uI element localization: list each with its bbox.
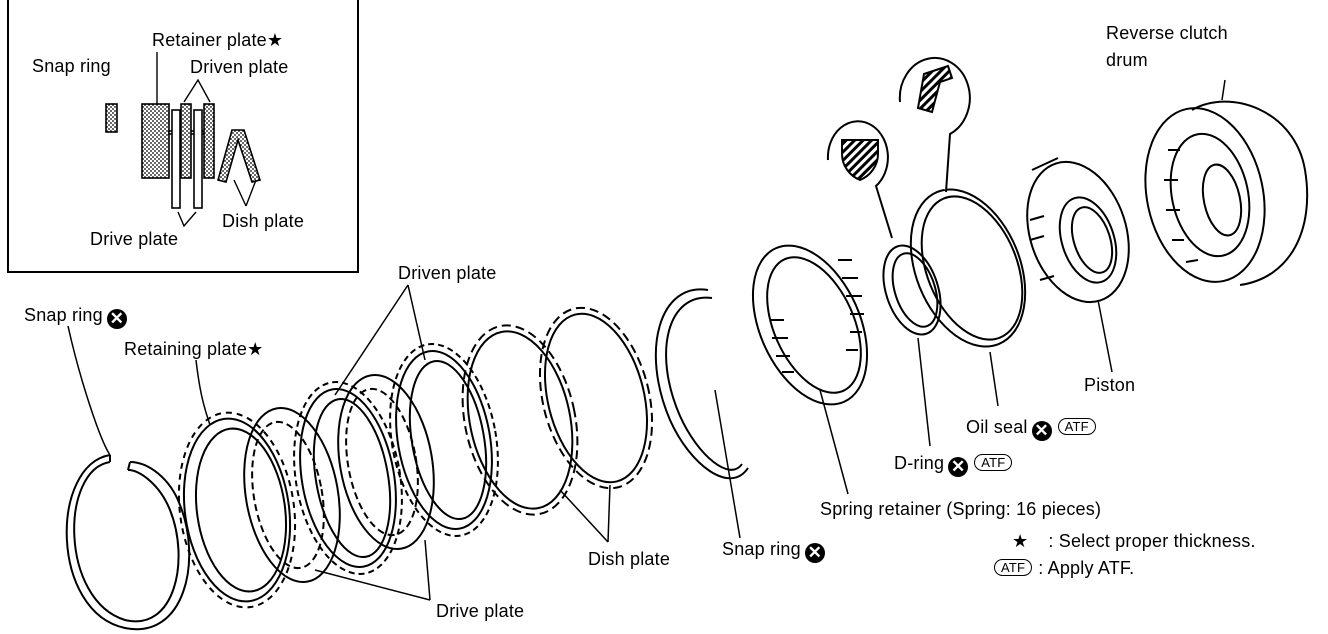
replace-icon: ✕	[804, 543, 825, 563]
leader-snap-ring-left	[67, 325, 111, 456]
inset-dish-plate-label: Dish plate	[222, 211, 305, 231]
leader-piston	[1097, 299, 1113, 373]
replace-icon: ✕	[948, 457, 969, 477]
snap-ring-mid-label: Snap ring✕	[722, 540, 825, 563]
inset-dish-plate-shape	[217, 129, 262, 183]
reverse-clutch-drum-label-1: Reverse clutch	[1106, 23, 1228, 43]
driven-plate-2-shape	[389, 343, 499, 537]
oil-seal-shape	[909, 188, 1027, 348]
inset-parts	[105, 103, 262, 209]
dish-plate-label: Dish plate	[588, 549, 671, 569]
d-ring-section-icon	[841, 139, 879, 182]
inset-driven-plate-1	[180, 103, 192, 179]
leader-oil-seal	[989, 351, 999, 407]
inset-drive-plate-2	[193, 109, 203, 209]
atf-icon: ATF	[994, 559, 1033, 576]
leader-spring-retainer	[819, 389, 849, 495]
star-icon: ★	[1012, 531, 1029, 551]
reverse-clutch-drum-label-2: drum	[1106, 50, 1148, 70]
inset-snap-ring-label: Snap ring	[32, 56, 111, 76]
atf-icon: ATF	[974, 454, 1013, 471]
reverse-clutch-drum-shape	[1144, 100, 1309, 286]
inset-retainer-plate-label: Retainer plate★	[152, 30, 284, 50]
inset-leaders	[156, 52, 257, 228]
piston-label: Piston	[1084, 375, 1136, 395]
leader-dish-plate	[559, 484, 611, 543]
inset-drive-plate-label: Drive plate	[90, 229, 179, 249]
snap-ring-mid-shape	[654, 288, 749, 480]
snap-ring-left-label: Snap ring✕	[24, 306, 127, 329]
leader-drive-plate	[314, 539, 431, 601]
atf-icon: ATF	[1057, 418, 1096, 435]
inset-box	[7, 0, 359, 273]
inset-retainer-plate-shape	[141, 103, 170, 179]
retaining-plate-label: Retaining plate★	[124, 339, 264, 359]
dish-plate-2-shape	[538, 306, 654, 490]
d-ring-shape	[882, 244, 942, 336]
drive-plate-label: Drive plate	[436, 601, 525, 621]
oil-seal-section-icon	[916, 64, 954, 114]
retaining-plate-shape	[177, 411, 297, 609]
spring-retainer-label: Spring retainer (Spring: 16 pieces)	[820, 499, 1102, 519]
legend-atf-row: ATF: Apply ATF.	[994, 559, 1134, 577]
leader-lines	[67, 79, 1226, 601]
star-icon: ★	[266, 30, 284, 50]
dish-plate-1-shape	[461, 324, 579, 516]
replace-icon: ✕	[106, 309, 127, 329]
legend-star-row: ★: Select proper thickness.	[1012, 531, 1256, 551]
piston-shape	[1026, 157, 1130, 304]
leader-drum	[1221, 79, 1226, 101]
oil-seal-label: Oil seal✕ATF	[966, 418, 1096, 441]
replace-icon: ✕	[1031, 421, 1052, 441]
inset-driven-plate-label: Driven plate	[190, 57, 289, 77]
drive-plate-1-shape	[243, 406, 341, 584]
snap-ring-left-shape	[65, 454, 191, 631]
star-icon: ★	[247, 339, 264, 359]
leader-driven-plate	[334, 284, 426, 396]
d-ring-label: D-ring✕ATF	[894, 454, 1013, 477]
inset-driven-plate-2	[203, 103, 215, 179]
d-ring-callout	[826, 120, 893, 239]
driven-plate-label: Driven plate	[398, 263, 497, 283]
leader-retaining-plate	[195, 359, 211, 426]
inset-snap-ring-shape	[105, 103, 118, 133]
leader-d-ring	[917, 337, 931, 447]
spring-retainer-shape	[751, 244, 869, 406]
inset-drive-plate-1	[171, 109, 181, 209]
driven-plate-1-shape	[293, 381, 403, 575]
oil-seal-callout	[898, 56, 971, 193]
leader-snap-ring-mid	[714, 389, 741, 539]
